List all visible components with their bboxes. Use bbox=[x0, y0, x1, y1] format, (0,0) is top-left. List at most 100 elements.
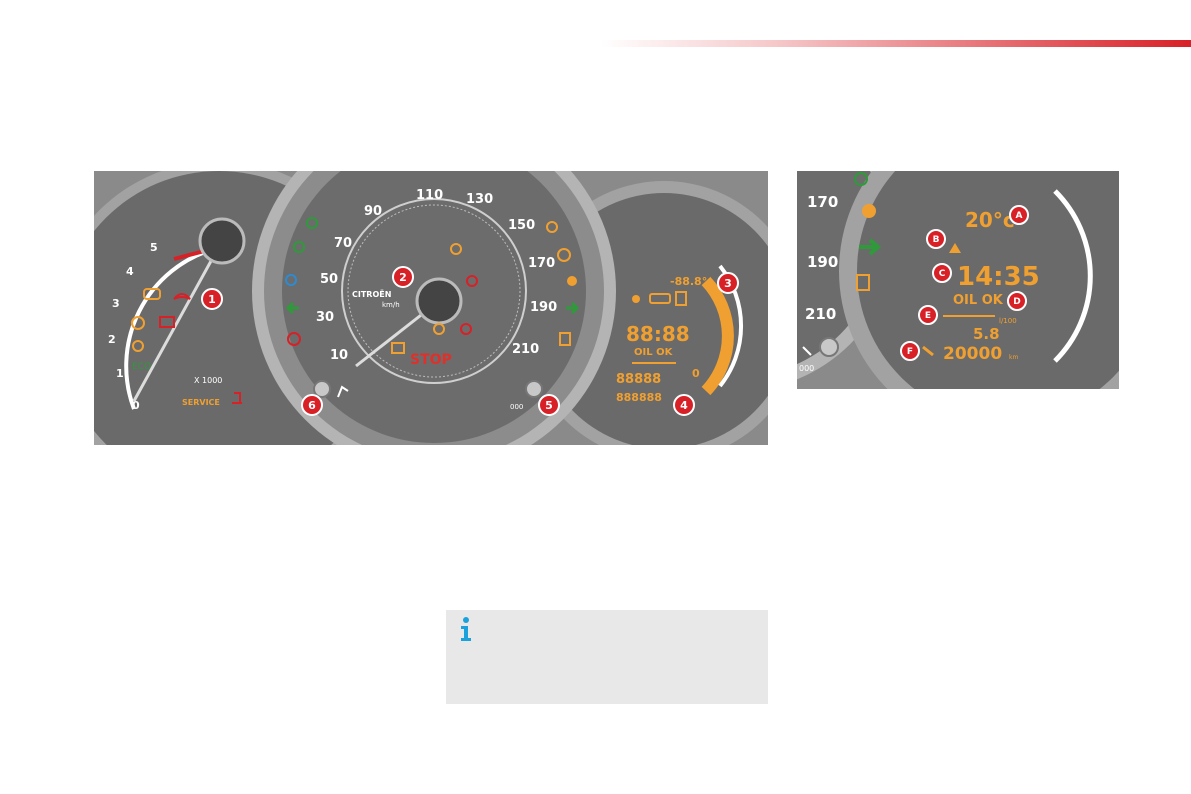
right-indicator-icon bbox=[566, 301, 580, 315]
tachometer-tick-label: 1 bbox=[116, 367, 124, 380]
tachometer-tick-label: 0 bbox=[132, 399, 140, 412]
left-indicator-icon bbox=[285, 301, 299, 315]
tachometer-tick-label: 5 bbox=[150, 241, 158, 254]
speedometer-tick-label: 30 bbox=[316, 310, 334, 325]
zoom-speedometer-tick-label: 210 bbox=[805, 305, 836, 323]
tachometer-tick-label: 4 bbox=[126, 265, 134, 278]
zoom-km-unit: km bbox=[1009, 354, 1018, 361]
callout-label: 3 bbox=[724, 277, 732, 290]
callout-label: C bbox=[939, 269, 946, 279]
zoom-outer-arc bbox=[1053, 189, 1093, 363]
zoom-consumption: 5.8 bbox=[973, 325, 1000, 343]
zoom-airbag-icon bbox=[862, 204, 876, 218]
display-clock: 88:88 bbox=[626, 322, 690, 346]
speedometer-tick-label: 150 bbox=[508, 218, 535, 233]
callout-label: B bbox=[933, 235, 940, 245]
esp-icon bbox=[557, 248, 571, 262]
callout-label: 4 bbox=[680, 399, 688, 412]
ice-warning-icon bbox=[632, 295, 640, 303]
speedometer-hub bbox=[415, 277, 463, 325]
lighting-dimmer-button[interactable] bbox=[313, 380, 331, 398]
callout-marker: 5 bbox=[538, 394, 560, 416]
zoom-esp-icon bbox=[854, 172, 868, 186]
front-fog-icon bbox=[306, 217, 318, 229]
speedometer-tick-label: 90 bbox=[364, 204, 382, 219]
particle-filter-icon bbox=[391, 342, 405, 354]
display-trip: 888888 bbox=[616, 391, 662, 404]
tachometer-warning-lights: ECO X 1000 SERVICE bbox=[131, 288, 242, 407]
door-open-icon bbox=[466, 275, 478, 287]
zoom-right-indicator-icon bbox=[859, 238, 882, 256]
callout-label: E bbox=[925, 311, 931, 321]
service-label: SERVICE bbox=[182, 398, 220, 407]
speedometer-tick-label: 130 bbox=[466, 192, 493, 207]
callout-marker: 3 bbox=[717, 272, 739, 294]
brake-warning-icon bbox=[287, 332, 301, 346]
eco-label: ECO bbox=[132, 362, 151, 372]
zoom-ice-warning-icon bbox=[949, 243, 961, 253]
rpm-multiplier: X 1000 bbox=[194, 376, 222, 385]
zoom-reset-symbol-icon: 000 bbox=[799, 364, 814, 373]
callout-marker: 4 bbox=[673, 394, 695, 416]
display-fuel-bar bbox=[701, 276, 734, 396]
callout-marker: A bbox=[1009, 205, 1029, 225]
callout-marker: 6 bbox=[301, 394, 323, 416]
callout-marker: E bbox=[918, 305, 938, 325]
tachometer-hub bbox=[198, 217, 246, 265]
callout-marker: B bbox=[926, 229, 946, 249]
speedometer-tick-label: 10 bbox=[330, 348, 348, 363]
dimmer-symbol-icon bbox=[337, 385, 349, 398]
abs-icon bbox=[433, 323, 445, 335]
main-beam-icon bbox=[285, 274, 297, 286]
callout-label: F bbox=[907, 347, 913, 357]
callout-marker: D bbox=[1007, 291, 1027, 311]
preheat-icon bbox=[132, 340, 144, 352]
callout-marker: C bbox=[932, 263, 952, 283]
callout-label: A bbox=[1016, 211, 1023, 221]
zoom-side-lights: 000 bbox=[799, 172, 882, 373]
callout-marker: 2 bbox=[392, 266, 414, 288]
seatbelt-icon bbox=[450, 243, 462, 255]
trip-reset-button[interactable] bbox=[525, 380, 543, 398]
info-icon bbox=[461, 617, 471, 641]
speedometer-tick-label: 50 bbox=[320, 272, 338, 287]
engine-warning-icon bbox=[143, 288, 161, 300]
info-note-box bbox=[446, 610, 768, 704]
fuel-level-icon bbox=[559, 332, 571, 346]
airbag-icon bbox=[567, 276, 577, 286]
battery-icon bbox=[159, 316, 175, 328]
speedometer-tick-label: 70 bbox=[334, 236, 352, 251]
callout-label: 5 bbox=[545, 399, 553, 412]
tachometer-needle bbox=[132, 240, 224, 402]
oil-pressure-icon bbox=[173, 293, 191, 300]
zoom-clock: 14:35 bbox=[957, 262, 1040, 292]
display-oil-status: OIL OK bbox=[634, 347, 674, 358]
zoom-temperature: 20°c bbox=[965, 208, 1015, 232]
zoom-display-face bbox=[857, 171, 1119, 389]
zoom-reset-button[interactable] bbox=[819, 337, 839, 357]
speed-unit: km/h bbox=[382, 301, 400, 309]
header-accent-bar bbox=[600, 40, 1191, 47]
speedometer-tick-label: 110 bbox=[416, 188, 443, 203]
display-temperature: -88.8° bbox=[670, 275, 707, 288]
callout-label: 6 bbox=[308, 399, 316, 412]
callout-marker: F bbox=[900, 341, 920, 361]
zoom-speedometer-tick-label: 170 bbox=[807, 193, 838, 211]
zoom-callout-markers: A B C D E F bbox=[900, 205, 1029, 361]
display-odometer: 88888 bbox=[616, 372, 661, 387]
multifunction-display: -88.8° 88:88 OIL OK 88888 888888 0 bbox=[616, 275, 707, 404]
zoom-service-distance: 20000 bbox=[943, 344, 1002, 364]
zoom-service-wrench-icon bbox=[922, 345, 934, 357]
steering-icon bbox=[131, 316, 145, 330]
zoom-wrench-symbol-icon bbox=[802, 346, 812, 356]
speedometer-tick-label: 210 bbox=[512, 342, 539, 357]
callout-label: 2 bbox=[399, 271, 407, 284]
speedometer-side-lights bbox=[285, 217, 580, 354]
tachometer-arc bbox=[124, 247, 215, 410]
